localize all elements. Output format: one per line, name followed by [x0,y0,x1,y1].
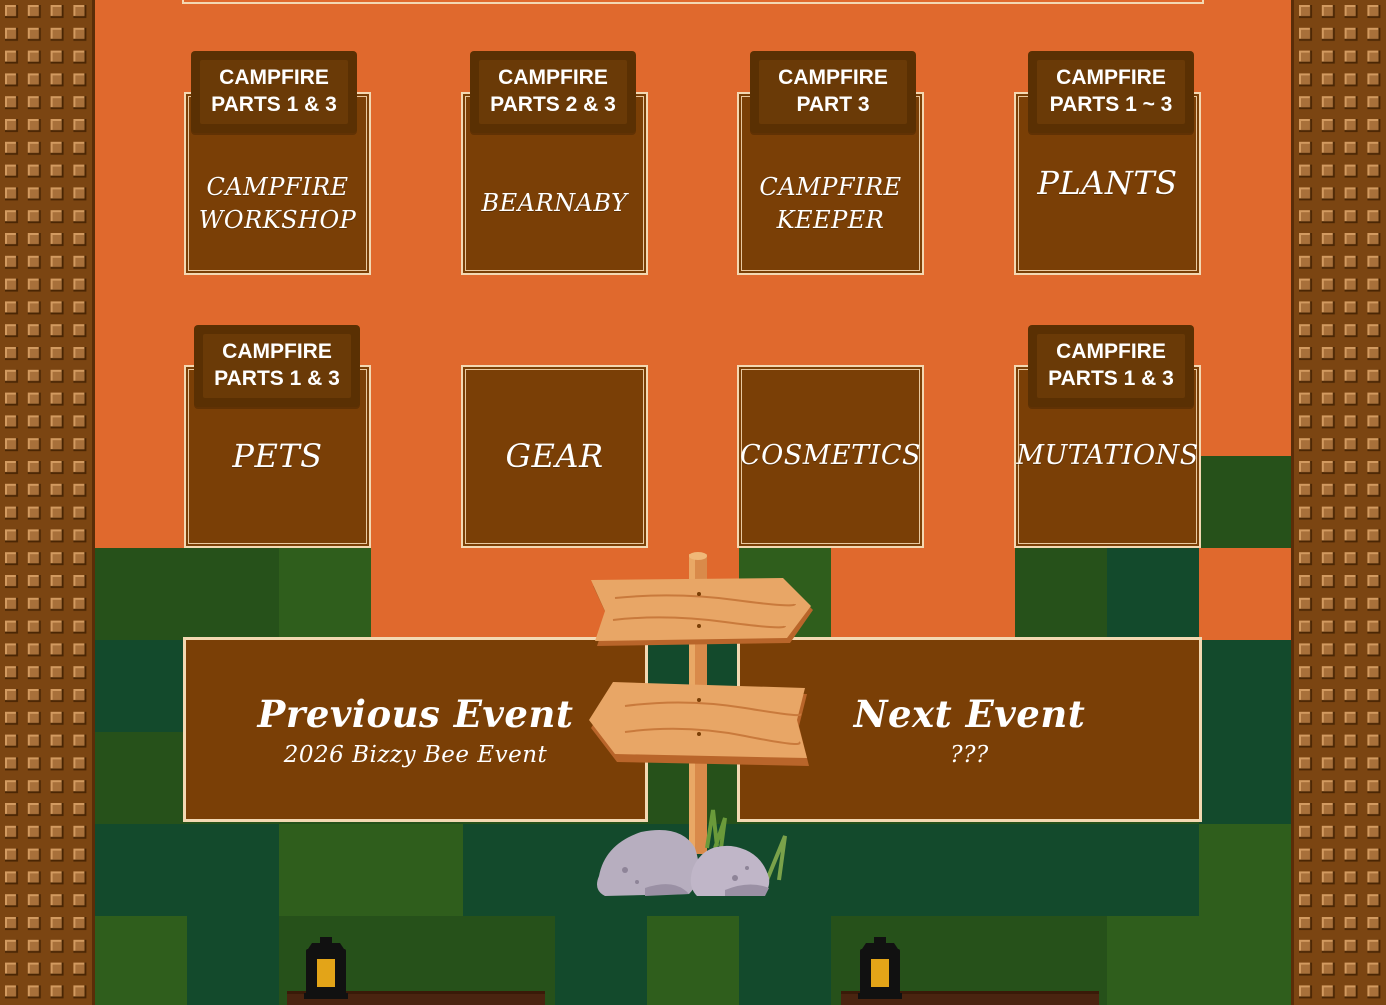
card-gear[interactable]: GEAR [461,365,648,548]
card-label: MUTATIONS [1016,440,1199,472]
grass-tile [463,916,555,1005]
card-label: BEARNABY [481,189,628,218]
bench [287,991,545,1005]
lantern-icon [304,937,348,999]
grass-tile [1107,548,1199,640]
grass-tile [1199,640,1291,732]
previous-event-title: Previous Event [257,691,574,736]
grass-tile [1201,456,1291,548]
grass-tile [187,548,279,640]
grass-tile [95,640,187,732]
grass-tile [1199,916,1291,1005]
card-label: PETS [232,436,323,475]
grass-tile [1015,548,1107,640]
grass-tile [1015,824,1107,916]
rock-icon [690,845,770,896]
bench [841,991,1099,1005]
grass-tile [1015,916,1107,1005]
grass-tile [95,732,187,824]
grass-tile [1107,824,1199,916]
grass-tile [463,824,555,916]
previous-event-button[interactable]: Previous Event 2026 Bizzy Bee Event [183,637,648,822]
left-wall [0,0,95,1005]
card-label: COSMETICS [740,440,921,472]
top-trim [182,0,1204,4]
grass-tile [831,824,923,916]
grass-tile [923,916,1015,1005]
lantern-icon [858,937,902,999]
next-event-button[interactable]: Next Event ??? [737,637,1202,822]
grass-tile [739,916,831,1005]
signpost-icon [589,552,813,896]
next-event-subtitle: ??? [950,741,989,768]
grass-tile [555,916,647,1005]
grass-tile [1107,916,1199,1005]
grass-tile [95,548,187,640]
grass-tile [371,824,463,916]
grass-tile [371,916,463,1005]
grass-icon [705,809,727,849]
card-label: CAMPFIRE [206,173,349,202]
grass-tile [1199,824,1291,916]
grass-tile [187,916,279,1005]
card-label: PLANTS [1037,163,1178,202]
grass-tile [95,824,187,916]
right-wall [1291,0,1386,1005]
card-cosmetics[interactable]: COSMETICS [737,365,924,548]
wall-studs-right [1299,3,1385,1003]
card-label: CAMPFIRE [759,173,902,202]
grass-tile [187,824,279,916]
card-label: GEAR [505,436,604,475]
grass-tile [95,916,187,1005]
grass-tile [647,916,739,1005]
wall-studs-left [5,3,91,1003]
grass-tile [923,824,1015,916]
grass-tile [279,548,371,640]
grass-tile [1199,732,1291,824]
grass-tile [279,824,371,916]
rock-icon [597,830,699,896]
previous-event-subtitle: 2026 Bizzy Bee Event [283,741,548,768]
next-event-title: Next Event [853,691,1086,736]
